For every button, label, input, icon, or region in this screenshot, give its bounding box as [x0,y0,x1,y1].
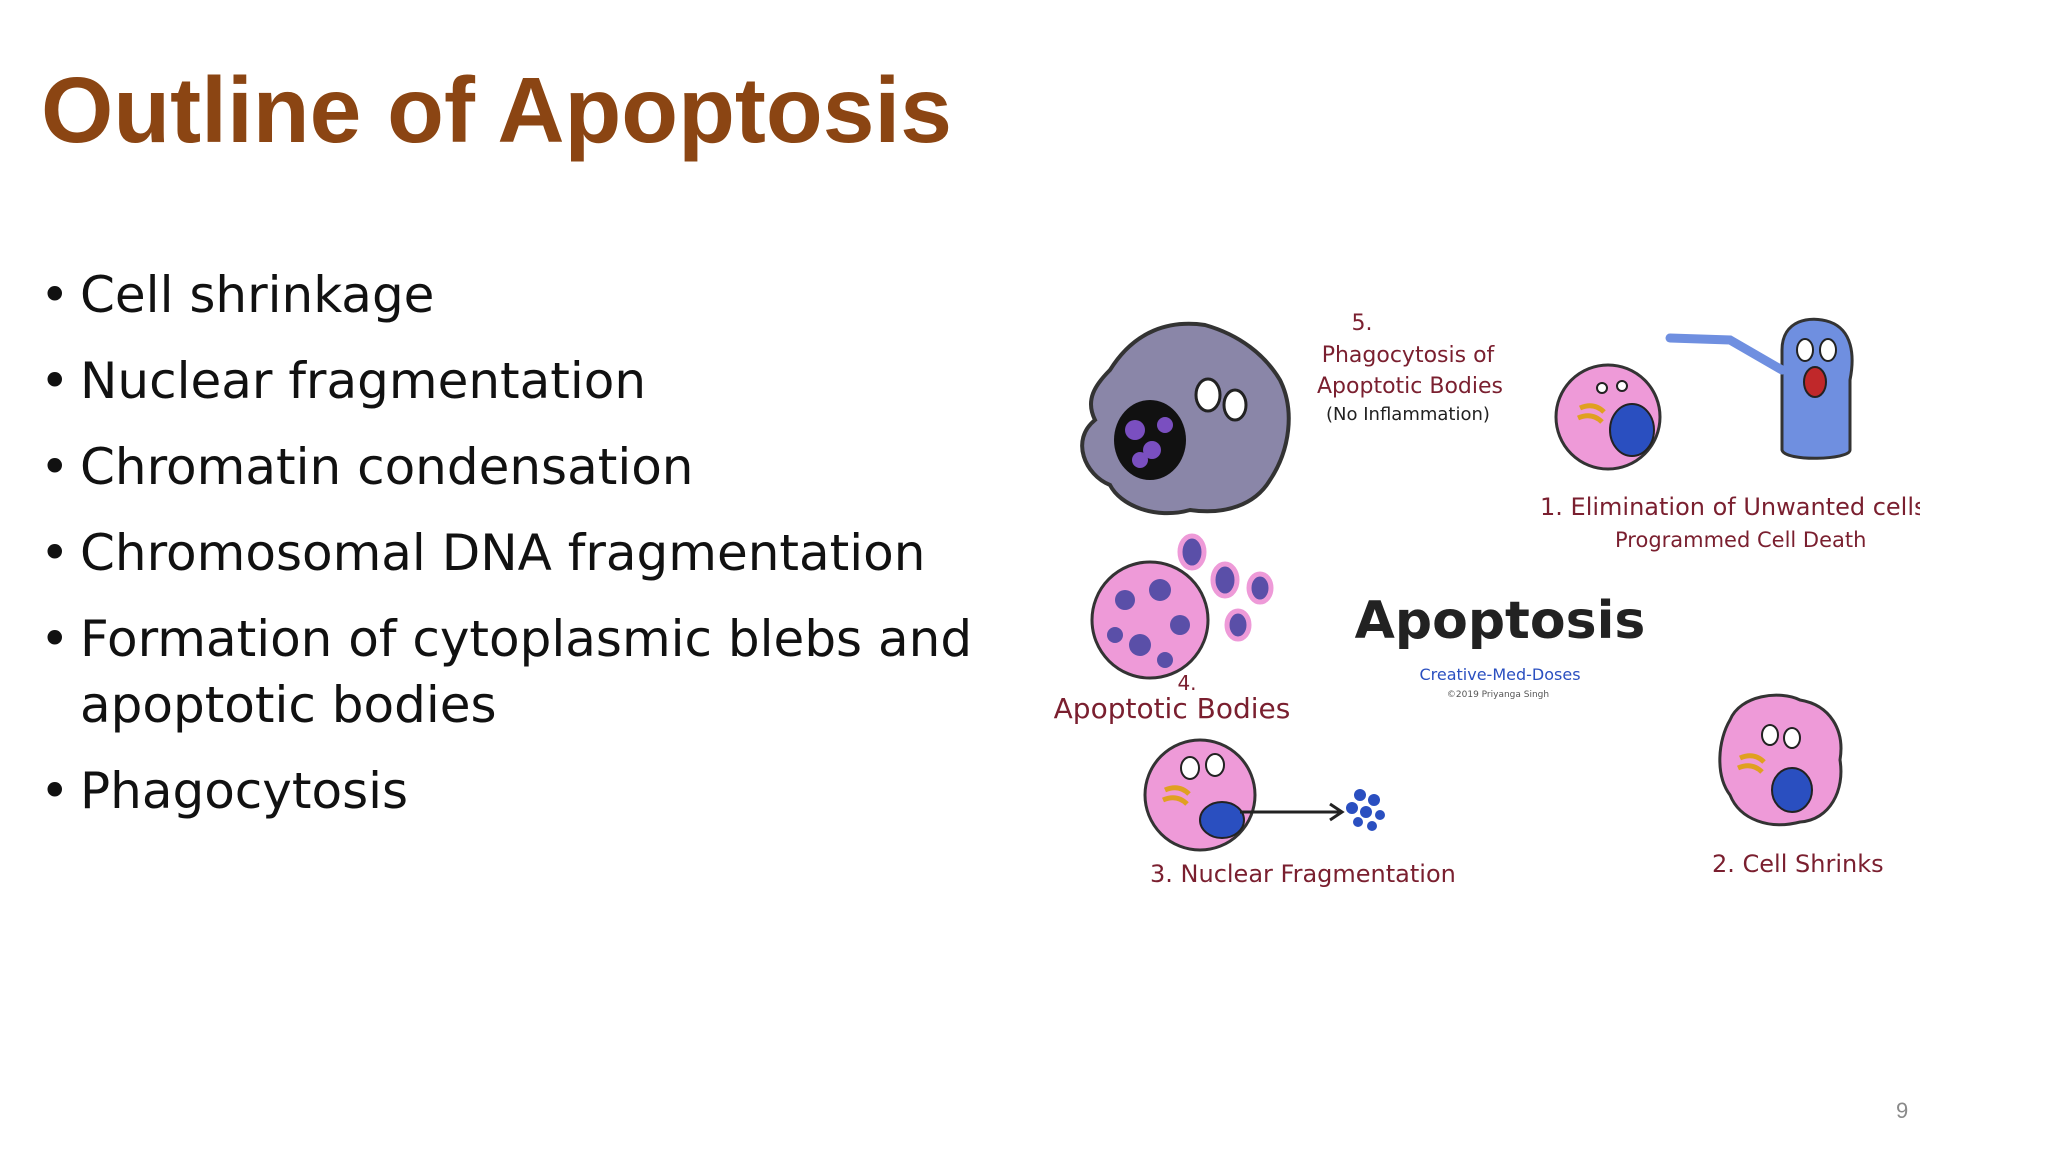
bullet-dot: • [40,438,70,496]
macrophage-icon [1080,321,1291,516]
bullet-text: Chromosomal DNA fragmentation [80,524,926,582]
pointing-cell-icon [1665,317,1854,460]
bullet-item: •Nuclear fragmentation [40,348,1020,414]
bullet-dot: • [40,266,70,324]
step5-label-line2: Apoptotic Bodies [1317,374,1503,399]
slide-title: Outline of Apoptosis [41,58,952,162]
bullet-text: Chromatin condensation [80,438,694,496]
step5-label-line1: Phagocytosis of [1322,343,1496,368]
nucleus-fragments-icon [1346,789,1385,831]
step5-label-line3: (No Inflammation) [1326,404,1490,425]
bullet-dot: • [40,352,70,410]
unwanted-cell-icon [1554,363,1662,471]
apoptosis-illustration: 5. Phagocytosis of Apoptotic Bodies (No … [1054,311,1920,888]
copyright-text: ©2019 Priyanga Singh [1447,690,1549,700]
shrinking-cell-icon [1718,693,1843,827]
bullet-text: Nuclear fragmentation [80,352,647,410]
bullet-item: •Formation of cytoplasmic blebs and apop… [40,606,1010,738]
bullet-dot: • [40,762,70,820]
bullet-text: Phagocytosis [80,762,409,820]
bullet-item: •Phagocytosis [40,758,1020,824]
page-number: 9 [1896,1098,1909,1123]
bullet-dot: • [40,524,70,582]
bullet-text: Formation of cytoplasmic blebs and apopt… [80,610,973,734]
bullet-item: •Chromosomal DNA fragmentation [40,520,1020,586]
step1-label-line2: Programmed Cell Death [1615,528,1866,552]
step4-number: 4. [1177,671,1196,695]
fragmenting-cell-icon [1143,738,1257,852]
credit-text: Creative-Med-Doses [1419,665,1580,684]
step3-label: 3. Nuclear Fragmentation [1150,860,1456,888]
step4-label: Apoptotic Bodies [1054,692,1291,725]
bullet-item: •Cell shrinkage [40,262,1020,328]
bullet-text: Cell shrinkage [80,266,435,324]
apoptotic-bodies-icon [1090,533,1274,680]
step1-label-line1: 1. Elimination of Unwanted cells [1540,493,1920,521]
bullet-dot: • [40,610,70,668]
bullet-item: •Chromatin condensation [40,434,1020,500]
step2-label: 2. Cell Shrinks [1712,850,1884,878]
bullet-list: •Cell shrinkage •Nuclear fragmentation •… [40,262,1020,844]
step5-number: 5. [1352,311,1373,336]
arrow-head-icon [1329,802,1345,822]
center-title: Apoptosis [1355,591,1646,651]
